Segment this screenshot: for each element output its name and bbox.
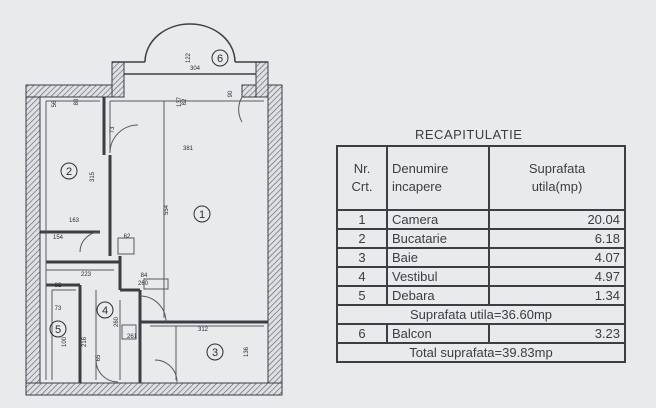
dimension-labels: 381 554 315 163 312 136 223 260 304 122 … (52, 52, 250, 361)
room-outlines (45, 100, 264, 380)
svg-text:4: 4 (102, 305, 108, 317)
room-2-marker: 2 (60, 162, 78, 180)
header-area: Suprafata utila(mp) (488, 145, 626, 211)
dim-room3-width: 312 (198, 327, 209, 333)
dim-balcony-depth: 122 (186, 52, 192, 63)
svg-text:82: 82 (182, 98, 188, 105)
recap-header-row: Nr. Crt. Denumire incapere Suprafata uti… (336, 145, 626, 211)
dim-room4-height: 260 (114, 316, 120, 327)
table-row: 1 Camera 20.04 (336, 209, 626, 230)
svg-text:100: 100 (62, 336, 68, 347)
svg-text:80: 80 (74, 98, 80, 105)
dim-balcony-width: 304 (190, 66, 201, 72)
svg-text:62: 62 (124, 234, 131, 240)
room-markers: 1 2 3 4 5 6 (49, 49, 229, 361)
recap-table: Nr. Crt. Denumire incapere Suprafata uti… (336, 145, 626, 363)
svg-text:261: 261 (127, 334, 138, 340)
svg-text:6: 6 (217, 53, 223, 65)
dim-room1-width: 381 (183, 146, 194, 152)
room-3-marker: 3 (206, 343, 224, 361)
svg-text:1: 1 (199, 209, 205, 221)
svg-text:137: 137 (177, 96, 183, 107)
table-row: 5 Debara 1.34 (336, 285, 626, 306)
interior-walls (40, 97, 268, 383)
svg-text:65: 65 (96, 354, 102, 361)
svg-text:216: 216 (82, 336, 88, 347)
dim-room3-height: 136 (244, 346, 250, 357)
subtotal-row: Suprafata utila=36.60mp (336, 304, 626, 325)
dim-room4-width: 223 (81, 272, 92, 278)
svg-text:260: 260 (138, 281, 149, 287)
room-4-marker: 4 (96, 301, 114, 319)
svg-text:2: 2 (66, 166, 72, 178)
dim-room2-height: 315 (90, 171, 96, 182)
svg-text:90: 90 (228, 90, 234, 97)
svg-text:5: 5 (55, 324, 61, 336)
table-row: 4 Vestibul 4.97 (336, 266, 626, 287)
table-row: 2 Bucatarie 6.18 (336, 228, 626, 249)
svg-text:3: 3 (212, 347, 218, 359)
svg-text:73: 73 (55, 306, 62, 312)
room-6-marker: 6 (211, 49, 229, 67)
svg-text:84: 84 (141, 273, 148, 279)
svg-text:82: 82 (55, 283, 62, 289)
balcony-row: 6 Balcon 3.23 (336, 323, 626, 344)
svg-text:56: 56 (52, 100, 58, 107)
svg-text:154: 154 (53, 235, 64, 241)
balcony-outline (112, 23, 268, 75)
fixtures (117, 237, 169, 340)
header-name: Denumire incapere (386, 145, 490, 211)
dim-room2-width: 163 (69, 218, 80, 224)
exterior-walls (25, 61, 283, 396)
room-1-marker: 1 (193, 205, 211, 223)
header-nr: Nr. Crt. (336, 145, 388, 211)
room-5-marker: 5 (49, 320, 67, 338)
total-row: Total suprafata=39.83mp (336, 342, 626, 363)
recap-title: RECAPITULATIE (415, 127, 523, 142)
door-swings (79, 96, 243, 383)
dim-room1-height: 554 (164, 204, 170, 215)
svg-text:73: 73 (110, 126, 116, 133)
table-row: 3 Baie 4.07 (336, 247, 626, 268)
